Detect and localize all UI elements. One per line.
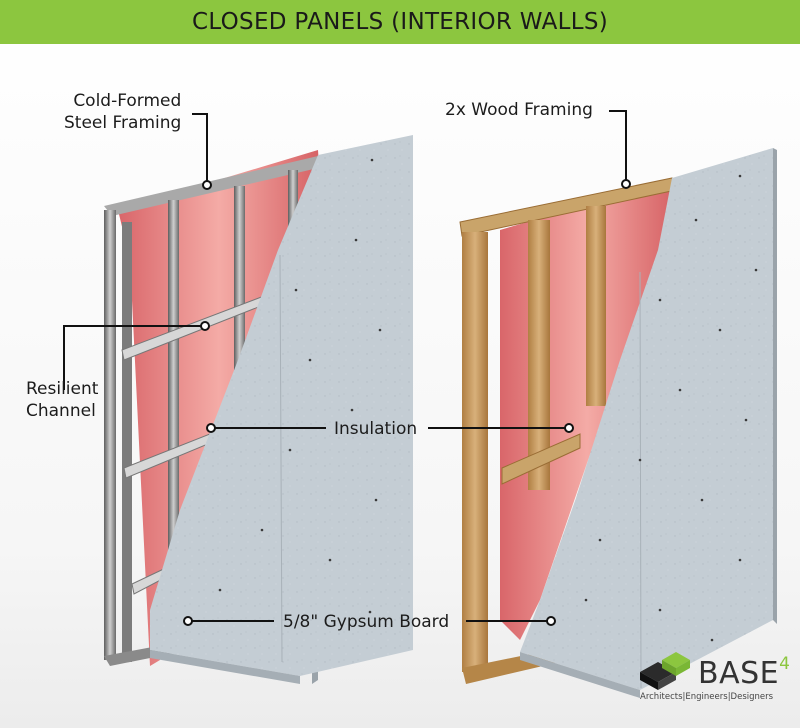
logo-name-text: BASE	[698, 656, 780, 691]
label-cold-formed-steel-framing: Cold-Formed Steel Framing	[64, 90, 181, 134]
label-wood-framing: 2x Wood Framing	[445, 100, 593, 120]
label-resilient-channel: Resilient Channel	[26, 378, 98, 422]
steel-wall-panel	[104, 135, 413, 684]
label-steel-line1: Cold-Formed	[73, 91, 182, 111]
leader-steel-framing	[192, 113, 208, 183]
label-steel-line2: Steel Framing	[64, 113, 182, 133]
leader-resilient-channel	[63, 325, 204, 390]
wood-wall-panel	[459, 148, 777, 698]
logo-superscript: 4	[779, 654, 791, 674]
label-insulation: Insulation	[334, 419, 418, 439]
label-gypsum-board: 5/8" Gypsum Board	[283, 612, 450, 632]
leader-lines	[63, 110, 627, 622]
leader-endpoints	[183, 179, 631, 626]
label-resilient-line2: Channel	[26, 401, 96, 421]
diagram-title: CLOSED PANELS (INTERIOR WALLS)	[191, 9, 609, 35]
wood-frame	[459, 177, 677, 684]
label-resilient-line1: Resilient	[26, 379, 99, 399]
gypsum-board-right	[520, 148, 773, 690]
logo-wordmark: BASE4	[698, 654, 791, 691]
title-banner: CLOSED PANELS (INTERIOR WALLS)	[0, 0, 800, 44]
leader-wood-framing	[609, 110, 627, 183]
gypsum-board-left	[150, 135, 413, 676]
logo-tagline: Architects|Engineers|Designers	[640, 692, 774, 702]
base4-cube-icon	[640, 652, 690, 690]
base4-logo: BASE4 Architects|Engineers|Designers	[636, 650, 790, 712]
